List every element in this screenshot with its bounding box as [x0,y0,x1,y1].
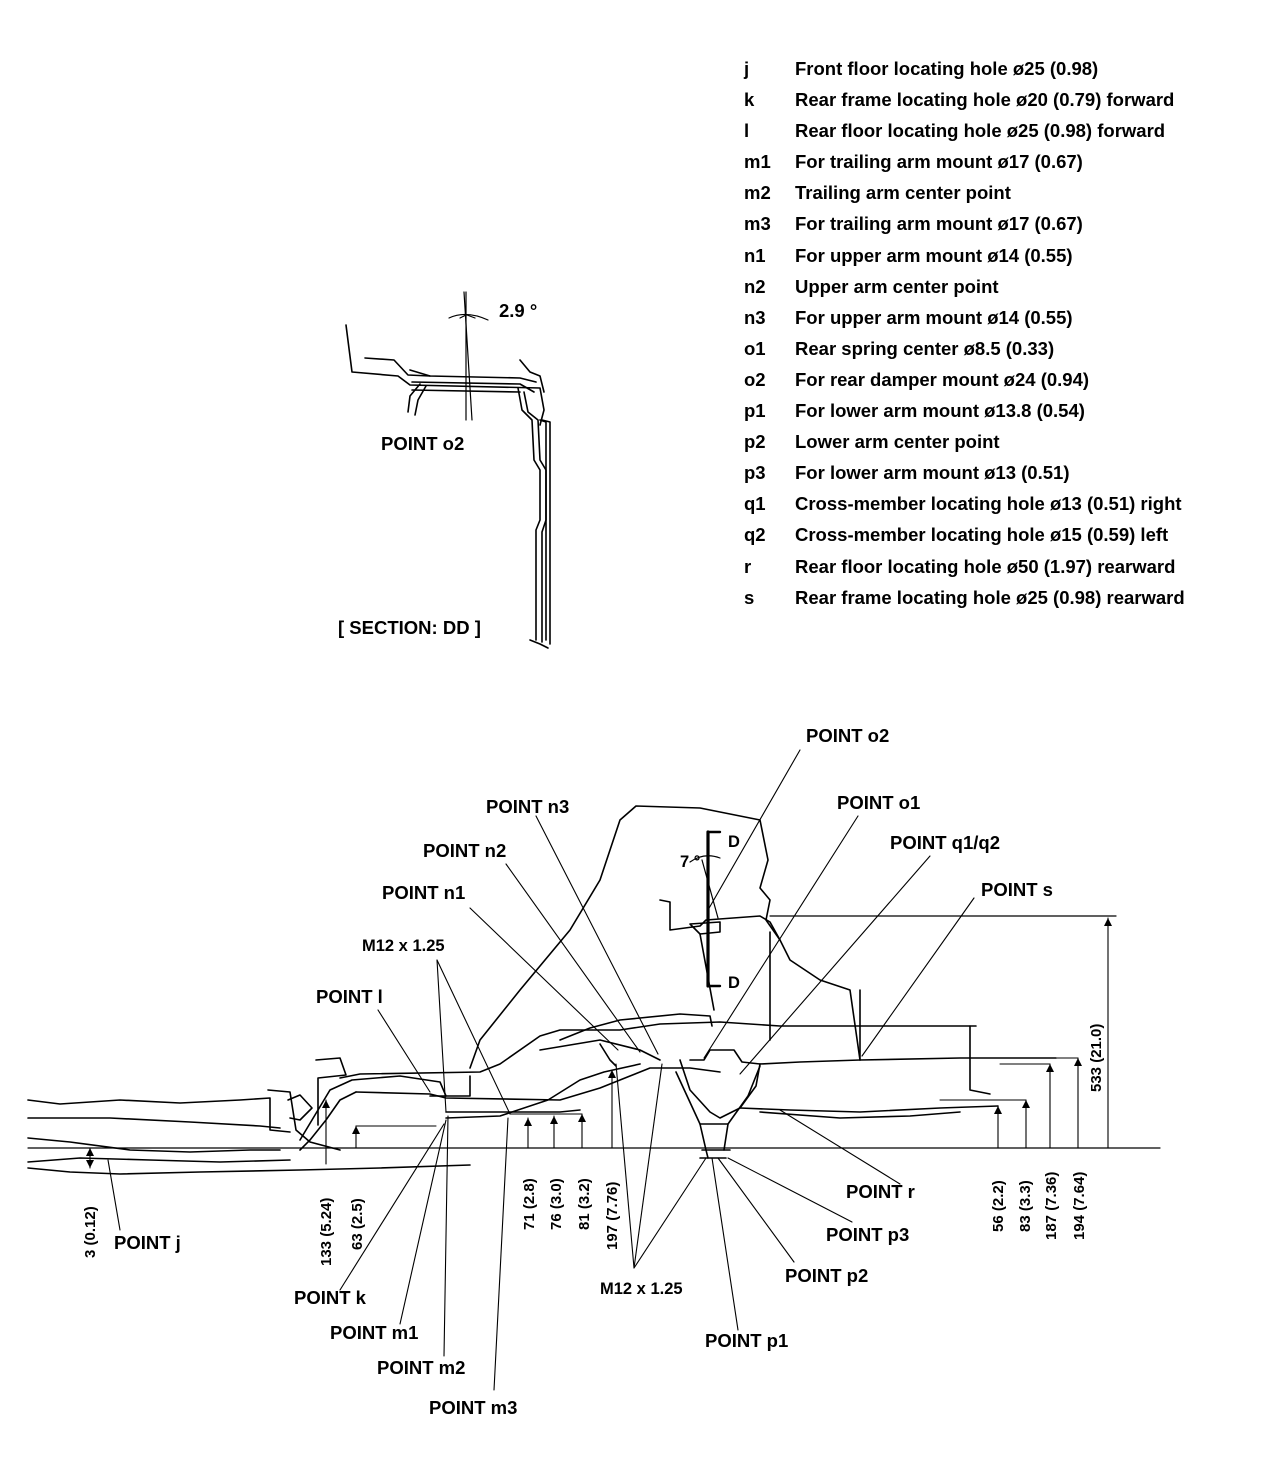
label-point-s: POINT s [981,879,1053,900]
legend-key: m1 [744,151,771,173]
dim-71: 71 (2.8) [521,1178,538,1230]
legend-key: r [744,555,752,577]
legend-row: p2 Lower arm center point [744,429,1264,460]
legend-key: q1 [744,493,766,515]
legend-row: k Rear frame locating hole ø20 (0.79) for… [744,87,1264,118]
dim-63: 63 (2.5) [349,1198,366,1250]
dim-56: 56 (2.2) [990,1180,1007,1232]
legend-row: q2 Cross-member locating hole ø15 (0.59) … [744,522,1264,553]
section-dd-view [345,291,551,649]
legend-key: p2 [744,431,766,453]
label-point-n2: POINT n2 [423,840,506,861]
legend-description: Rear floor locating hole ø25 (0.98) forw… [795,120,1166,142]
legend-row: q1 Cross-member locating hole ø13 (0.51) … [744,491,1264,522]
legend-row: r Rear floor locating hole ø50 (1.97) rea… [744,554,1264,585]
legend-description: Rear spring center ø8.5 (0.33) [795,337,1055,359]
legend-description: Rear floor locating hole ø50 (1.97) rear… [795,555,1176,577]
legend-key: o2 [744,368,766,390]
legend-description: For trailing arm mount ø17 (0.67) [795,213,1083,235]
legend-key: s [744,586,755,608]
legend-key: k [744,89,755,111]
label-point-k: POINT k [294,1287,367,1308]
section-point-o2-label: POINT o2 [381,433,464,454]
section-marker-upper: D [728,833,740,851]
legend-row: m2 Trailing arm center point [744,180,1264,211]
dim-83: 83 (3.3) [1017,1180,1034,1232]
dim-133: 133 (5.24) [318,1198,335,1266]
dim-81: 81 (3.2) [576,1178,593,1230]
legend-row: n1 For upper arm mount ø14 (0.55) [744,243,1264,274]
label-point-o1: POINT o1 [837,792,920,813]
legend-description: For upper arm mount ø14 (0.55) [795,244,1073,266]
dimension-labels: 3 (0.12) 133 (5.24) 63 (2.5) 71 (2.8) 76… [82,1024,1105,1266]
legend-description: Lower arm center point [795,431,1000,453]
legend-key: m3 [744,213,771,235]
label-point-p1: POINT p1 [705,1330,788,1351]
legend-row: l Rear floor locating hole ø25 (0.98) for… [744,118,1264,149]
legend-description: Upper arm center point [795,275,999,297]
main-angle-label: 7 ° [680,853,700,871]
side-view-labels: POINT o2 POINT o1 POINT q1/q2 POINT s PO… [114,725,1053,1418]
legend-key: n2 [744,275,766,297]
legend-row: m3 For trailing arm mount ø17 (0.67) [744,211,1264,242]
legend-description: Rear frame locating hole ø25 (0.98) rear… [795,586,1185,608]
dim-533: 533 (21.0) [1088,1024,1105,1092]
legend-key: j [744,58,750,79]
label-point-m1: POINT m1 [330,1322,418,1343]
marker-labels: D D 7 ° M12 x 1.25 M12 x 1.25 [362,833,740,1298]
label-point-q1q2: POINT q1/q2 [890,832,1000,853]
legend-key: o1 [744,337,766,359]
label-point-j: POINT j [114,1232,181,1253]
legend-row: p3 For lower arm mount ø13 (0.51) [744,460,1264,491]
dimension-arrowheads [86,918,1112,1168]
legend-description: For lower arm mount ø13.8 (0.54) [795,400,1085,422]
section-caption: [ SECTION: DD ] [338,617,481,638]
legend-description: Rear frame locating hole ø20 (0.79) forw… [795,89,1175,111]
dim-76: 76 (3.0) [548,1178,565,1230]
thread-spec-lower: M12 x 1.25 [600,1280,683,1298]
dim-194: 194 (7.64) [1071,1172,1088,1240]
legend-row: j Front floor locating hole ø25 (0.98) [744,56,1264,87]
legend-key: n3 [744,306,766,328]
label-point-o2: POINT o2 [806,725,889,746]
dim-197: 197 (7.76) [604,1182,621,1250]
legend-description: For upper arm mount ø14 (0.55) [795,306,1073,328]
legend-key: l [744,120,750,142]
legend-description: Cross-member locating hole ø15 (0.59) le… [795,524,1169,546]
section-marker-lower: D [728,974,740,992]
legend-description: Cross-member locating hole ø13 (0.51) ri… [795,493,1182,515]
legend-row: n2 Upper arm center point [744,274,1264,305]
legend-key: m2 [744,182,771,204]
legend-key: q2 [744,524,766,546]
label-point-r: POINT r [846,1181,915,1202]
legend-description: Trailing arm center point [795,182,1011,204]
legend-row: n3 For upper arm mount ø14 (0.55) [744,305,1264,336]
dim-187: 187 (7.36) [1043,1172,1060,1240]
label-point-n1: POINT n1 [382,882,465,903]
legend-key: p1 [744,400,766,422]
label-point-p2: POINT p2 [785,1265,868,1286]
legend-row: o2 For rear damper mount ø24 (0.94) [744,367,1264,398]
legend-description: For trailing arm mount ø17 (0.67) [795,151,1083,173]
legend-row: s Rear frame locating hole ø25 (0.98) rea… [744,585,1264,616]
section-dd-labels: 2.9 ° POINT o2 [ SECTION: DD ] [338,300,537,638]
legend-row: m1 For trailing arm mount ø17 (0.67) [744,149,1264,180]
legend-description: Front floor locating hole ø25 (0.98) [795,58,1099,79]
section-angle-label: 2.9 ° [499,300,537,321]
legend-key: p3 [744,462,766,484]
label-point-n3: POINT n3 [486,796,569,817]
legend-description: For rear damper mount ø24 (0.94) [795,368,1090,390]
legend-description: For lower arm mount ø13 (0.51) [795,462,1070,484]
label-point-m3: POINT m3 [429,1397,517,1418]
dim-3: 3 (0.12) [82,1206,99,1258]
label-point-p3: POINT p3 [826,1224,909,1245]
legend-row: p1 For lower arm mount ø13.8 (0.54) [744,398,1264,429]
legend-row: o1 Rear spring center ø8.5 (0.33) [744,336,1264,367]
legend-key: n1 [744,244,766,266]
thread-spec-upper: M12 x 1.25 [362,937,445,955]
label-point-l: POINT l [316,986,383,1007]
label-point-m2: POINT m2 [377,1357,465,1378]
